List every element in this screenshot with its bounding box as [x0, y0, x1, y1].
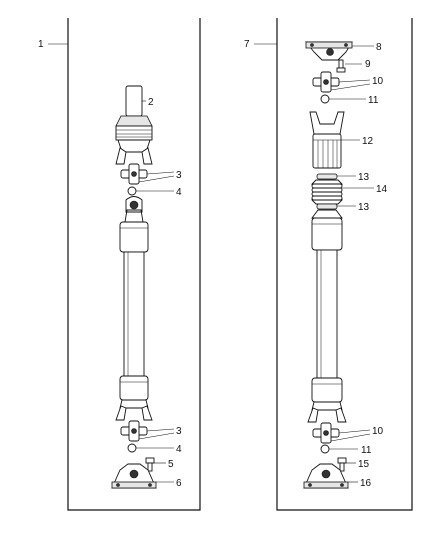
callout-left-cross-lower: 3 — [176, 426, 182, 437]
callout-right-flange-top: 8 — [376, 42, 382, 53]
callout-left-clip-lower: 4 — [176, 444, 182, 455]
right-lower-clamp — [316, 203, 338, 210]
right-upper-clip — [320, 94, 330, 104]
left-upper-cross — [120, 163, 148, 185]
left-stub-shaft — [115, 85, 153, 165]
callout-right-clamp-upper: 13 — [358, 172, 370, 183]
callout-right-bolt-bottom: 15 — [358, 459, 370, 470]
left-driveshaft-tube — [115, 196, 153, 421]
callout-left-stub: 2 — [148, 97, 154, 108]
right-upper-clamp — [316, 173, 338, 180]
right-driveshaft-assembly: 7 8 9 10 11 — [244, 18, 413, 511]
right-upper-cross — [312, 71, 340, 93]
right-assembly-frame — [276, 18, 413, 511]
callout-left-flange: 6 — [176, 478, 182, 489]
callout-right-cross-lower: 10 — [372, 426, 384, 437]
left-bolt — [145, 457, 155, 472]
right-boot — [310, 179, 344, 205]
right-driveshaft-tube — [307, 209, 347, 423]
callout-right-slip-yoke: 12 — [362, 136, 374, 147]
callout-right-clip-lower: 11 — [361, 445, 372, 456]
callout-left-bolt: 5 — [168, 459, 174, 470]
left-assembly-frame — [67, 18, 201, 511]
left-flange-yoke — [111, 463, 157, 489]
left-driveshaft-assembly: 1 2 3 4 — [38, 18, 201, 511]
right-bottom-bolt — [337, 457, 347, 472]
left-upper-clip — [127, 186, 137, 196]
callout-right-boot: 14 — [376, 184, 388, 195]
callout-right-flange-bottom: 16 — [360, 478, 372, 489]
callout-right-assembly: 7 — [244, 39, 250, 50]
callout-right-clip-upper: 11 — [368, 95, 379, 106]
callout-left-cross-upper: 3 — [176, 170, 182, 181]
callout-left-assembly: 1 — [38, 39, 44, 50]
right-lower-clip — [320, 444, 330, 454]
callout-right-clamp-lower: 13 — [358, 202, 370, 213]
callout-left-clip-upper: 4 — [176, 187, 182, 198]
callout-right-bolt-top: 9 — [365, 59, 371, 70]
right-bottom-flange — [303, 463, 349, 489]
right-top-flange — [305, 41, 353, 61]
callout-right-cross-upper: 10 — [372, 76, 384, 87]
right-slip-yoke — [309, 111, 345, 169]
right-top-bolt — [336, 59, 346, 73]
left-lower-cross — [120, 420, 148, 442]
left-lower-clip — [127, 443, 137, 453]
